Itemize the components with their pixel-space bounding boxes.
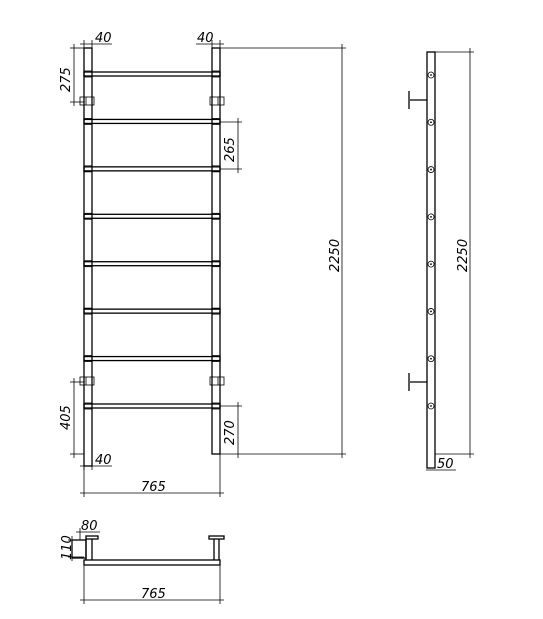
rung [83, 402, 221, 410]
side-pin [427, 213, 435, 221]
rungs [83, 70, 221, 410]
wall-bracket-top-left [79, 96, 95, 106]
side-view-dimensions: 2250 50 [426, 48, 474, 472]
rung [83, 212, 221, 220]
rung [83, 260, 221, 268]
side-post [426, 51, 436, 469]
side-pin-center [430, 121, 432, 124]
dim-post-right-width: 40 [197, 31, 214, 46]
wall-bracket-bottom-right [209, 376, 225, 386]
dim-top-offset: 275 [59, 67, 74, 92]
side-pin [427, 308, 435, 315]
side-pin-center [430, 74, 432, 76]
dim-side-total-height: 2250 [456, 239, 471, 272]
side-pin [427, 402, 435, 410]
side-pin-center [430, 168, 432, 171]
side-pin [427, 118, 435, 126]
rung [83, 165, 221, 173]
side-pin-center [430, 357, 432, 360]
top-view-rail [83, 559, 221, 566]
dim-bottom-offset-left: 405 [59, 405, 74, 430]
side-pin-center [430, 215, 432, 218]
rung [83, 118, 221, 125]
rung [83, 70, 221, 78]
dim-bracket-depth: 110 [60, 535, 75, 560]
side-pin [427, 166, 435, 173]
dim-bracket-width: 80 [81, 519, 98, 534]
wall-bracket-top-right [209, 96, 225, 106]
side-pin [427, 71, 435, 79]
wall-bracket-bottom-left [79, 376, 95, 386]
front-view-dimensions: 40 40 275 265 2250 405 270 40 [59, 31, 346, 497]
dim-total-height: 2250 [328, 239, 343, 272]
side-bracket-top [408, 91, 427, 109]
side-view [408, 51, 436, 469]
side-pin [427, 355, 435, 363]
dim-rung-spacing: 265 [223, 137, 238, 162]
dim-bottom-offset-right: 270 [223, 420, 238, 445]
rung [83, 307, 221, 315]
front-view [79, 47, 225, 467]
side-pins [427, 71, 435, 410]
dim-top-overall-width: 765 [141, 587, 166, 602]
side-pin-center [430, 405, 432, 407]
rung [83, 355, 221, 362]
right-post [211, 47, 221, 455]
dim-bottom-post-width: 40 [95, 453, 112, 468]
top-view-bracket-right [208, 535, 225, 540]
side-pin [427, 260, 435, 268]
side-pin-center [430, 310, 432, 313]
dim-side-depth: 50 [437, 457, 454, 472]
dim-post-left-width: 40 [95, 31, 112, 46]
top-view [71, 535, 225, 566]
side-pin-center [430, 263, 432, 266]
dim-overall-width: 765 [141, 480, 166, 495]
top-view-dimensions: 80 110 765 [60, 519, 224, 604]
side-bracket-bottom [408, 373, 427, 391]
